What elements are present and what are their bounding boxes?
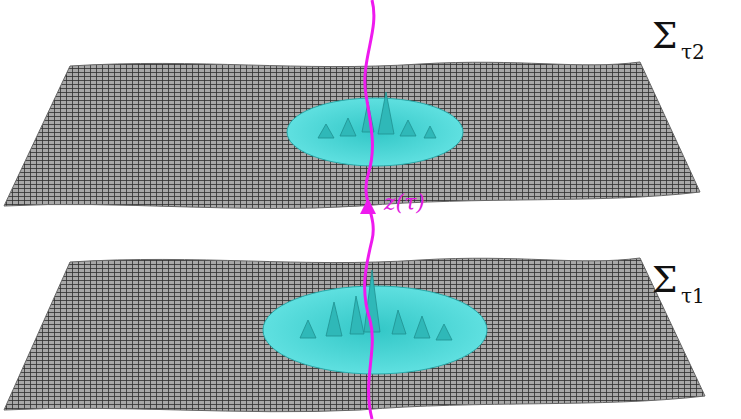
- hypersurface: [4, 62, 700, 209]
- surface-symbol: Σ: [652, 18, 677, 54]
- hypersurface: [4, 258, 705, 412]
- field-peaks: [300, 270, 452, 340]
- surface-subscript: τ2: [681, 42, 705, 62]
- field-peaks: [318, 92, 436, 138]
- surface-symbol: Σ: [652, 262, 677, 298]
- worldline-label: z(τ): [384, 192, 425, 214]
- surface-subscript: τ1: [681, 286, 705, 306]
- worldline-arrow: [360, 198, 376, 214]
- field-disk: [287, 98, 463, 166]
